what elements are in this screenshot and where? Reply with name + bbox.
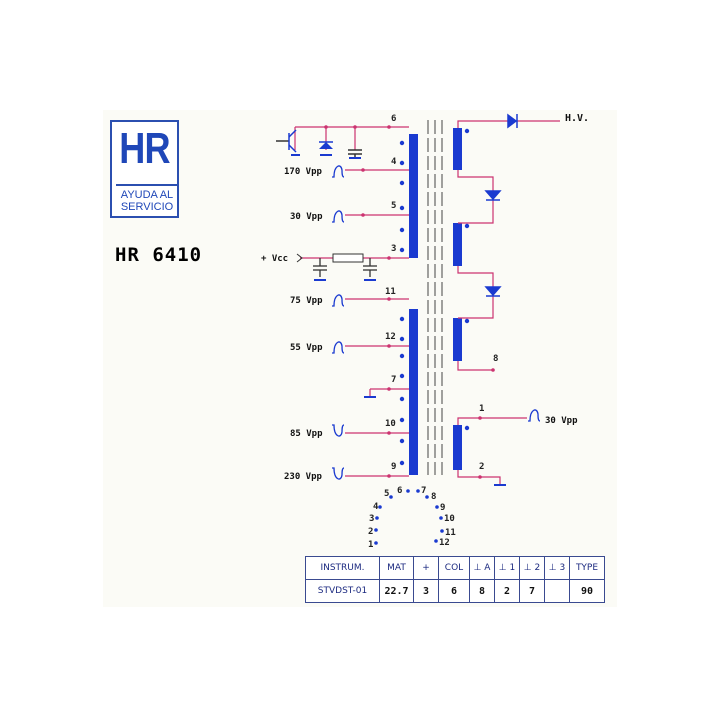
hv-label: H.V. xyxy=(565,113,589,124)
base-pinout: 5 6 4 3 2 1 7 8 9 10 11 12 xyxy=(368,486,456,550)
primary-coil-upper xyxy=(409,134,418,258)
transformer-core xyxy=(427,120,443,475)
value-ground-3 xyxy=(544,579,570,603)
pin-11-label: 11 xyxy=(385,287,396,297)
pin-10-voltage: 85 Vpp xyxy=(290,429,323,439)
base-pin-1: 1 xyxy=(368,540,373,550)
pin-9-voltage: 230 Vpp xyxy=(284,472,323,482)
primary-coil-lower xyxy=(409,309,418,475)
logo-line-1: AYUDA AL xyxy=(120,189,174,201)
schematic-panel xyxy=(103,110,617,607)
primary-coil-dots xyxy=(399,140,405,466)
pin-4-label: 4 xyxy=(391,157,397,167)
pin-12-voltage: 55 Vpp xyxy=(290,343,323,353)
pin-12-label: 12 xyxy=(385,332,396,342)
base-pin-2: 2 xyxy=(368,527,373,537)
base-pin-7: 7 xyxy=(421,486,426,496)
spec-table-values: STVDST-01 22.7 3 6 8 2 7 90 xyxy=(305,579,605,603)
hr-logo: HR AYUDA AL SERVICIO xyxy=(110,120,179,218)
value-col: 6 xyxy=(438,579,470,603)
pin-5-label: 5 xyxy=(391,201,396,211)
header-ground-1: ⊥ 1 xyxy=(494,556,520,580)
base-pin-5: 5 xyxy=(384,489,389,499)
pin-5-voltage: 30 Vpp xyxy=(290,212,323,222)
value-ground-1: 2 xyxy=(494,579,520,603)
value-type: 90 xyxy=(569,579,605,603)
hv-diodes xyxy=(484,113,518,297)
vcc-label: + Vcc xyxy=(261,254,288,264)
value-instrum: STVDST-01 xyxy=(305,579,380,603)
base-pin-3: 3 xyxy=(369,514,374,524)
header-col: COL xyxy=(438,556,470,580)
base-pin-6: 6 xyxy=(397,486,402,496)
logo-subtitle: AYUDA AL SERVICIO xyxy=(116,184,178,213)
value-ground-a: 8 xyxy=(469,579,495,603)
pin-3-label: 3 xyxy=(391,244,396,254)
tuning-capacitor xyxy=(348,149,362,159)
header-ground-3: ⊥ 3 xyxy=(544,556,570,580)
value-mat: 22.7 xyxy=(379,579,414,603)
header-instrum: INSTRUM. xyxy=(305,556,380,580)
secondary-junctions xyxy=(478,368,495,479)
base-pin-12: 12 xyxy=(439,538,450,548)
pin-11-voltage: 75 Vpp xyxy=(290,296,323,306)
model-title: HR 6410 xyxy=(115,244,203,266)
pin-1-label: 1 xyxy=(479,404,484,414)
pin7-ground xyxy=(364,389,376,398)
logo-line-2: SERVICIO xyxy=(120,201,174,213)
secondary-coils xyxy=(453,128,470,470)
spec-table: INSTRUM. MAT + COL ⊥ A ⊥ 1 ⊥ 2 ⊥ 3 TYPE … xyxy=(305,556,605,603)
secondary-wires xyxy=(457,120,560,484)
pin-1-voltage: 30 Vpp xyxy=(545,416,578,426)
vcc-filter xyxy=(296,253,377,281)
header-ground-2: ⊥ 2 xyxy=(519,556,545,580)
header-mat: MAT xyxy=(379,556,414,580)
pin-7-label: 7 xyxy=(391,375,396,385)
primary-junctions xyxy=(324,125,391,478)
value-ground-2: 7 xyxy=(519,579,545,603)
transistor-symbol xyxy=(276,129,300,156)
pin-8-label: 8 xyxy=(493,354,498,364)
logo-letters: HR xyxy=(119,124,170,173)
pin-9-label: 9 xyxy=(391,462,396,472)
value-plus: 3 xyxy=(413,579,439,603)
spec-table-header: INSTRUM. MAT + COL ⊥ A ⊥ 1 ⊥ 2 ⊥ 3 TYPE xyxy=(305,556,605,580)
pin-6-label: 6 xyxy=(391,114,396,124)
header-plus: + xyxy=(413,556,439,580)
waveform-icons xyxy=(332,165,541,480)
base-pin-4: 4 xyxy=(373,502,379,512)
pin-10-label: 10 xyxy=(385,419,396,429)
base-pin-10: 10 xyxy=(444,514,455,524)
pin-2-label: 2 xyxy=(479,462,484,472)
pin-4-voltage: 170 Vpp xyxy=(284,167,323,177)
base-pin-9: 9 xyxy=(440,503,445,513)
base-pin-11: 11 xyxy=(445,528,456,538)
damper-diode xyxy=(319,141,333,156)
base-pin-8: 8 xyxy=(431,492,436,502)
header-ground-a: ⊥ A xyxy=(469,556,495,580)
header-type: TYPE xyxy=(569,556,605,580)
